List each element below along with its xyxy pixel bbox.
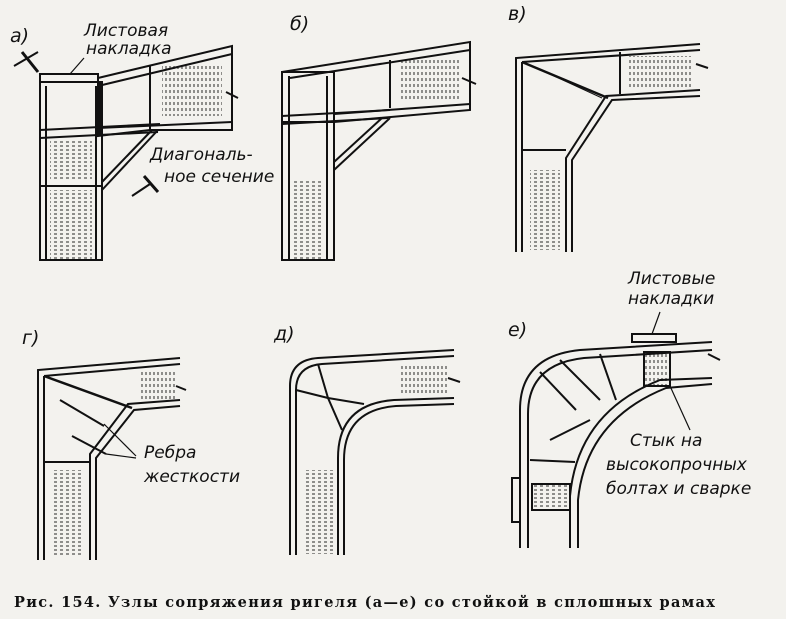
panel-letter-e: д) [273, 323, 295, 345]
beam-b [281, 40, 471, 123]
column-f [519, 341, 713, 548]
panel-letter-f: е) [508, 319, 527, 341]
label-sheet-plate-1: Листовая [83, 21, 168, 41]
panel-letter-d: г) [22, 327, 39, 349]
panel-f [511, 311, 721, 548]
sheet-plate-f-side [511, 477, 521, 523]
sheet-plate-f-top [631, 333, 677, 343]
column-c [515, 43, 701, 252]
label-ribs-2: жесткости [143, 467, 240, 487]
panel-letter-b: б) [290, 13, 309, 35]
label-joint-1: Стык на [630, 431, 702, 451]
figure-caption: Рис. 154. Узлы сопряжения ригеля (а—е) с… [14, 594, 784, 611]
label-ribs-1: Ребра [144, 443, 196, 463]
label-diagonal-2: ное сечение [164, 167, 274, 187]
label-diagonal-1: Диагональ- [149, 145, 253, 165]
panel-e [289, 349, 461, 555]
panel-a [13, 44, 239, 261]
column-d [37, 357, 181, 560]
bolt-group-side [531, 483, 571, 511]
label-joint-2: высокопрочных [606, 455, 748, 475]
caption-text: Рис. 154. Узлы сопряжения ригеля (а—е) с… [14, 594, 717, 611]
label-sheet-plates-2: накладки [628, 289, 714, 309]
panel-c [515, 43, 709, 252]
panel-d [37, 357, 187, 560]
column-e [289, 349, 455, 555]
panel-letter-a: а) [10, 25, 29, 47]
label-sheet-plates-1: Листовые [627, 269, 715, 289]
panel-letter-c: в) [508, 3, 527, 25]
panel-b [281, 40, 477, 261]
label-joint-3: болтах и сварке [606, 479, 751, 499]
bolt-group-top [643, 351, 671, 387]
sheet-plate-a [39, 73, 99, 83]
label-sheet-plate-2: накладка [86, 39, 172, 59]
